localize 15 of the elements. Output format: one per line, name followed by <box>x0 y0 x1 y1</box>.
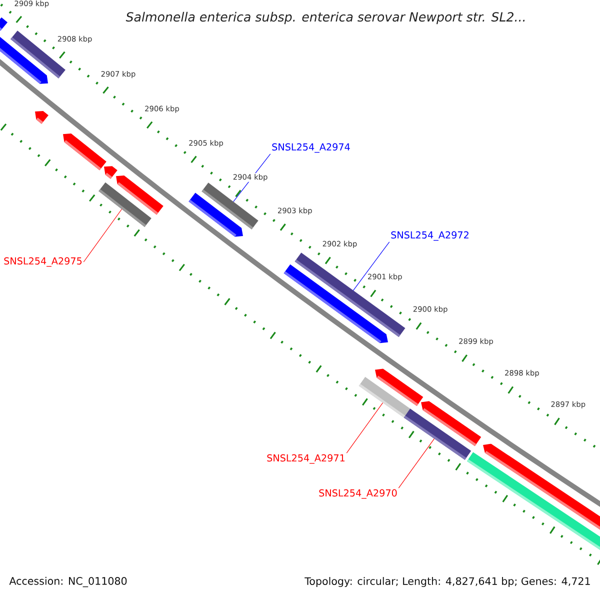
gene-bar <box>404 408 472 460</box>
leader-line <box>398 438 435 488</box>
gene-label: SNSL254_A2971 <box>267 454 345 464</box>
footer-text: Topology: circular; Length: 4,827,641 bp; Genes: 4,721 <box>304 577 590 587</box>
gene-label: SNSL254_A2970 <box>319 489 397 499</box>
gene-label: SNSL254_A2972 <box>391 231 468 241</box>
leader-line <box>353 242 390 291</box>
title: Salmonella enterica subsp. enterica serovar Newport str. SL2... <box>126 12 525 24</box>
gene-bar <box>98 182 152 227</box>
leader-line <box>83 208 122 262</box>
gene-label: SNSL254_A2974 <box>272 143 350 153</box>
footer-text: Accession: NC_011080 <box>9 576 127 588</box>
gene-bar <box>202 182 258 230</box>
leader-line <box>346 402 384 454</box>
gene-label: SNSL254_A2975 <box>4 257 82 267</box>
